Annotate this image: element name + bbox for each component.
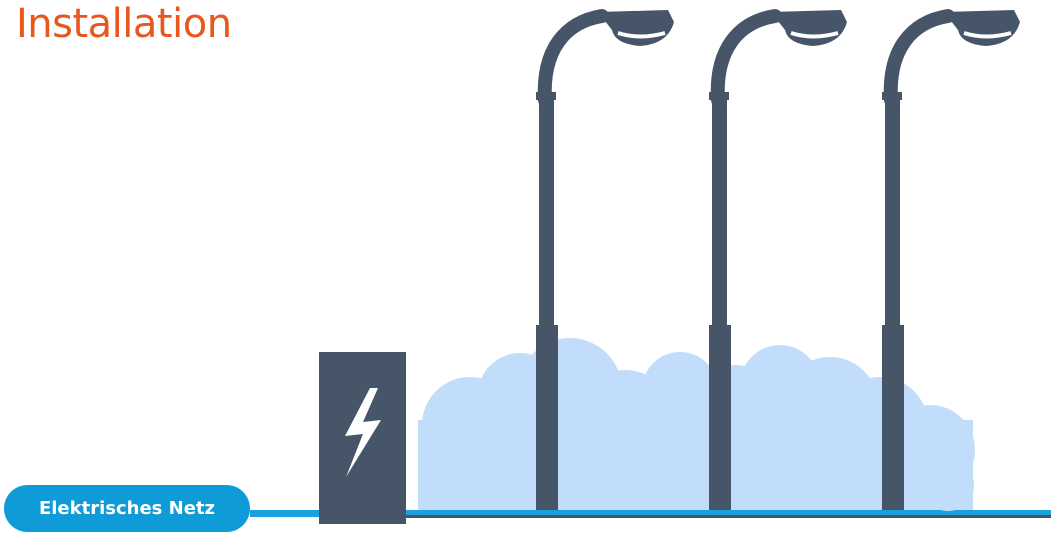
page-title: Installation	[16, 0, 232, 52]
cable-base	[405, 515, 1051, 518]
network-label: Elektrisches Netz	[39, 498, 215, 519]
network-label-pill: Elektrisches Netz	[4, 485, 250, 532]
electrical-cabinet	[319, 352, 406, 524]
